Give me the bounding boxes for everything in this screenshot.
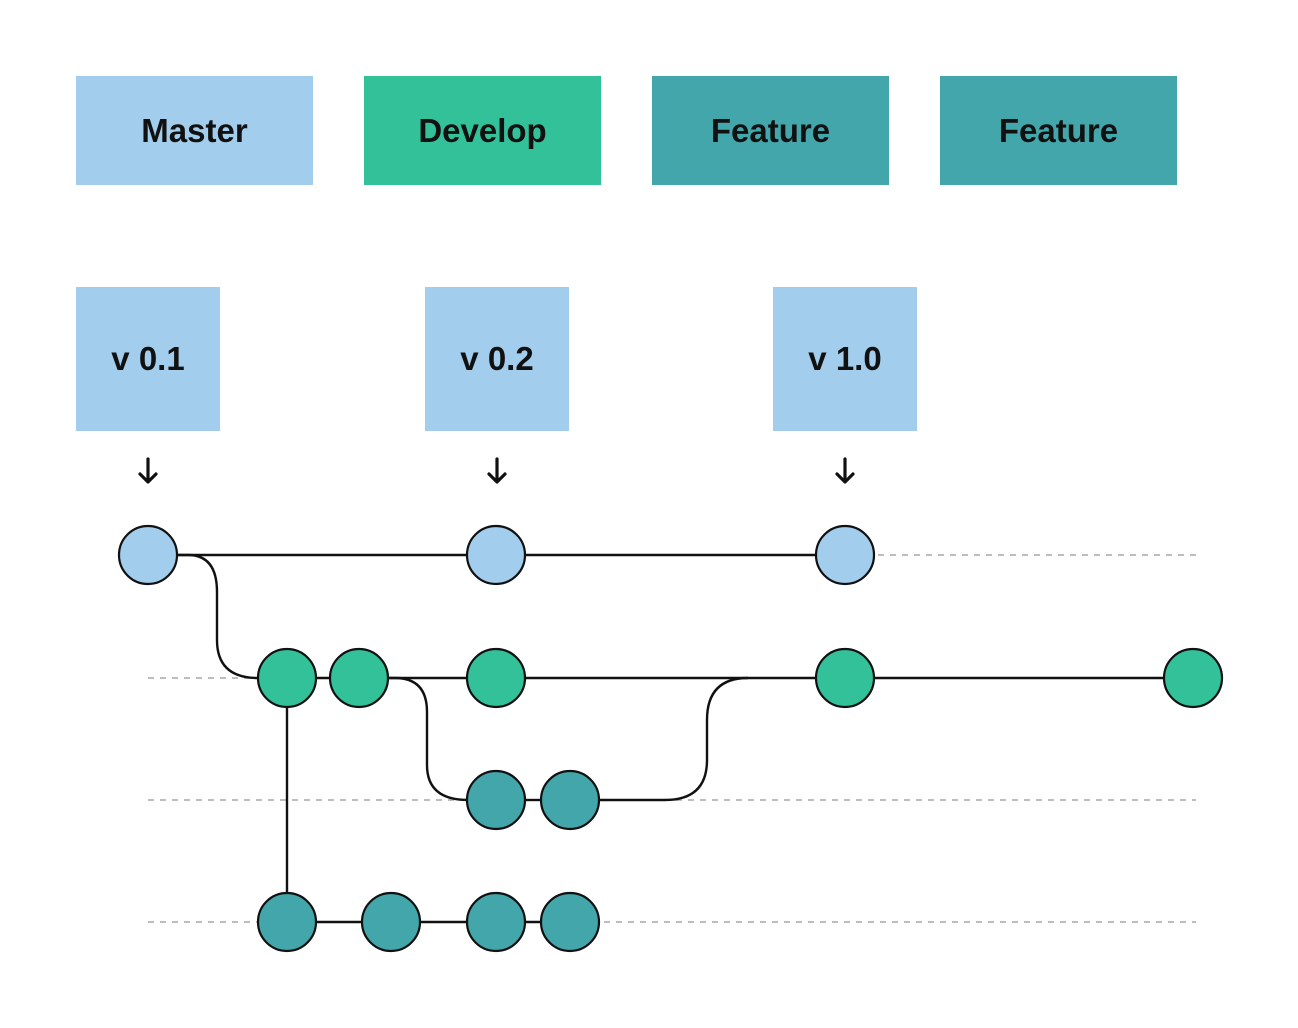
arrow-down-icon xyxy=(487,457,507,484)
commit-master-3 xyxy=(814,524,876,586)
arrow-down-icon xyxy=(835,457,855,484)
commit-develop-4 xyxy=(814,647,876,709)
commit-master-2 xyxy=(465,524,527,586)
arrow-down-icon xyxy=(138,457,158,484)
commit-develop-1 xyxy=(256,647,318,709)
commit-feature-2-3 xyxy=(465,891,527,953)
tag-v10: v 1.0 xyxy=(773,287,917,431)
commit-feature-1-2 xyxy=(539,769,601,831)
commit-feature-2-1 xyxy=(256,891,318,953)
branch-feature-1-curve xyxy=(389,676,469,802)
legend-master: Master xyxy=(76,76,313,185)
commit-develop-3 xyxy=(465,647,527,709)
commit-feature-2-4 xyxy=(539,891,601,953)
merge-feature-1-curve xyxy=(599,676,749,802)
tag-v01: v 0.1 xyxy=(76,287,220,431)
commit-master-1 xyxy=(117,524,179,586)
legend-feature-1: Feature xyxy=(652,76,889,185)
legend-feature-2: Feature xyxy=(940,76,1177,185)
commit-develop-5 xyxy=(1162,647,1224,709)
tag-v02: v 0.2 xyxy=(425,287,569,431)
commit-develop-2 xyxy=(328,647,390,709)
branch-develop-curve xyxy=(178,553,259,680)
legend-develop: Develop xyxy=(364,76,601,185)
commit-feature-1-1 xyxy=(465,769,527,831)
commit-feature-2-2 xyxy=(360,891,422,953)
